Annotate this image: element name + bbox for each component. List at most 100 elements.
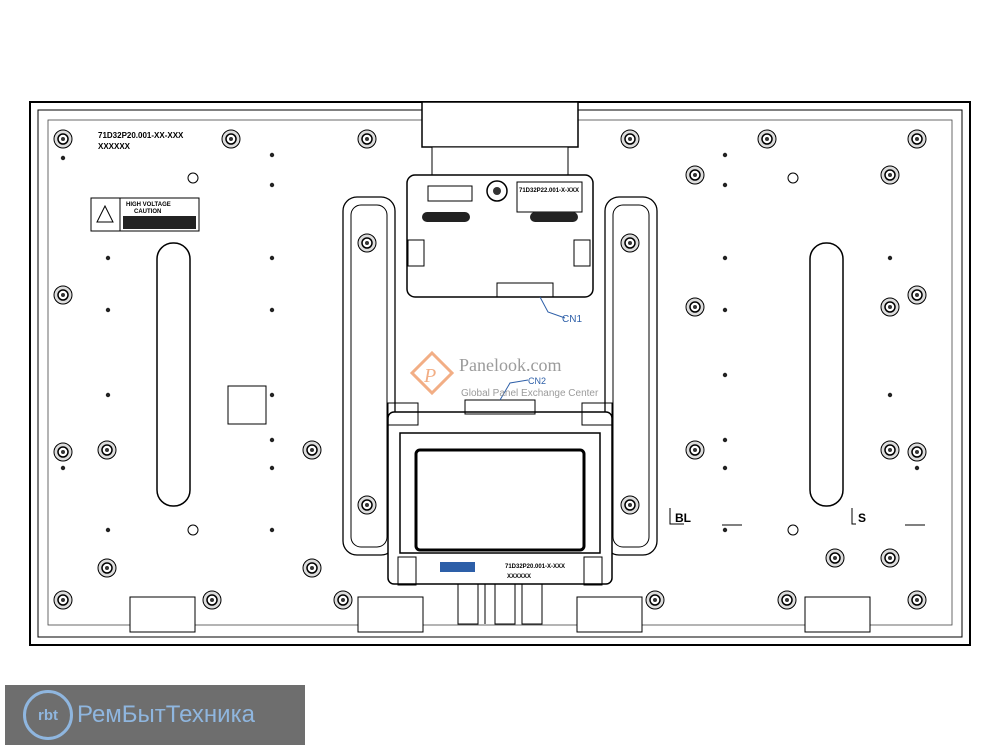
screw-center xyxy=(693,448,697,452)
screw-center xyxy=(341,598,345,602)
screw-center xyxy=(628,137,632,141)
board-screw xyxy=(486,180,508,202)
screw-center xyxy=(765,137,769,141)
rivet-dot xyxy=(722,372,728,378)
rivet-dot xyxy=(887,392,893,398)
board-clip-left xyxy=(407,239,425,267)
right-bracket-rail xyxy=(604,196,658,556)
watermark-site: Panelook.com xyxy=(459,355,561,375)
screw-center xyxy=(888,448,892,452)
rembyttehnika-logo: rbt РемБытТехника xyxy=(5,685,305,745)
rivet-dot xyxy=(269,527,275,533)
rivet-dot xyxy=(722,465,728,471)
screw-center xyxy=(693,305,697,309)
mount-hole xyxy=(187,172,199,184)
warning-text-block xyxy=(123,216,196,229)
rivet-dot xyxy=(722,152,728,158)
rivet-dot xyxy=(722,307,728,313)
slot-connector-right xyxy=(530,212,578,222)
right-slot xyxy=(809,242,844,507)
screw-center xyxy=(628,241,632,245)
rivet-dot xyxy=(887,255,893,261)
board-top-label: 71D32P22.001-X-XXX xyxy=(519,188,579,194)
rivet-dot xyxy=(269,152,275,158)
connector-pins xyxy=(427,185,473,202)
screw-center xyxy=(785,598,789,602)
rivet-dot xyxy=(269,465,275,471)
board-screw-center xyxy=(493,187,501,195)
warning-label xyxy=(90,197,200,232)
watermark-tagline: Global Panel Exchange Center xyxy=(461,388,599,399)
screw-center xyxy=(210,598,214,602)
bottom-tab-3 xyxy=(576,596,643,633)
mount-hole xyxy=(187,524,199,536)
screw-center xyxy=(628,503,632,507)
part-number: 71D32P20.001-XX-XXX xyxy=(98,131,184,140)
board-bottom-label: 71D32P20.001-X-XXX xyxy=(505,564,565,570)
rivet-dot xyxy=(60,465,66,471)
panelook-logo-icon xyxy=(409,350,455,396)
screw-center xyxy=(61,137,65,141)
bottom-tab-4 xyxy=(804,596,871,633)
cn1-leader xyxy=(539,296,566,319)
left-slot xyxy=(156,242,191,507)
mount-hole xyxy=(787,524,799,536)
left-bracket-rail xyxy=(342,196,396,556)
screw-center xyxy=(310,448,314,452)
high-voltage-icon xyxy=(96,204,114,223)
slot-connector-left xyxy=(422,212,470,222)
screw-center xyxy=(61,450,65,454)
screw-center xyxy=(365,503,369,507)
s-marker: S xyxy=(858,511,866,525)
svg-text:P: P xyxy=(423,365,436,387)
screw-center xyxy=(888,305,892,309)
tcon-clip-tr xyxy=(581,402,613,426)
screw-center xyxy=(365,137,369,141)
panelook-watermark: P Panelook.com Global Panel Exchange Cen… xyxy=(409,350,599,399)
cn1-connector xyxy=(496,282,554,298)
screw-center xyxy=(61,293,65,297)
board-clip-right xyxy=(573,239,591,267)
cn1-label: CN1 xyxy=(562,314,582,325)
tcon-clip-tl xyxy=(387,402,419,426)
bottom-tab-1 xyxy=(129,596,196,633)
right-bracket-inner xyxy=(612,204,650,548)
screw-center xyxy=(653,598,657,602)
board-bottom-serial: XXXXXX xyxy=(507,574,531,580)
screw-center xyxy=(915,293,919,297)
screw-center xyxy=(833,556,837,560)
rivet-dot xyxy=(269,182,275,188)
bl-marker: BL xyxy=(675,511,691,525)
screw-center xyxy=(61,598,65,602)
screw-center xyxy=(915,137,919,141)
warning-title: HIGH VOLTAGE xyxy=(126,202,171,208)
mount-hole xyxy=(787,172,799,184)
screw-center xyxy=(105,566,109,570)
rivet-dot xyxy=(105,307,111,313)
screw-center xyxy=(915,598,919,602)
cn2-label: CN2 xyxy=(528,376,546,386)
screw-center xyxy=(915,450,919,454)
warning-subtitle: CAUTION xyxy=(134,209,161,215)
cn2-leader xyxy=(499,379,529,401)
screw-center xyxy=(105,448,109,452)
bottom-flex-cables xyxy=(457,584,543,625)
screw-center xyxy=(693,173,697,177)
rivet-dot xyxy=(914,465,920,471)
bottom-clip-left xyxy=(397,556,417,586)
rivet-dot xyxy=(269,392,275,398)
bottom-clip-right xyxy=(583,556,603,586)
rivet-dot xyxy=(105,527,111,533)
bottom-tab-2 xyxy=(357,596,424,633)
rivet-dot xyxy=(722,437,728,443)
left-bracket-inner xyxy=(350,204,388,548)
screw-center xyxy=(229,137,233,141)
rivet-dot xyxy=(269,255,275,261)
rivet-dot xyxy=(60,155,66,161)
rivet-dot xyxy=(722,255,728,261)
rivet-dot xyxy=(722,527,728,533)
screw-center xyxy=(310,566,314,570)
rivet-dot xyxy=(269,437,275,443)
blue-label xyxy=(440,562,475,572)
